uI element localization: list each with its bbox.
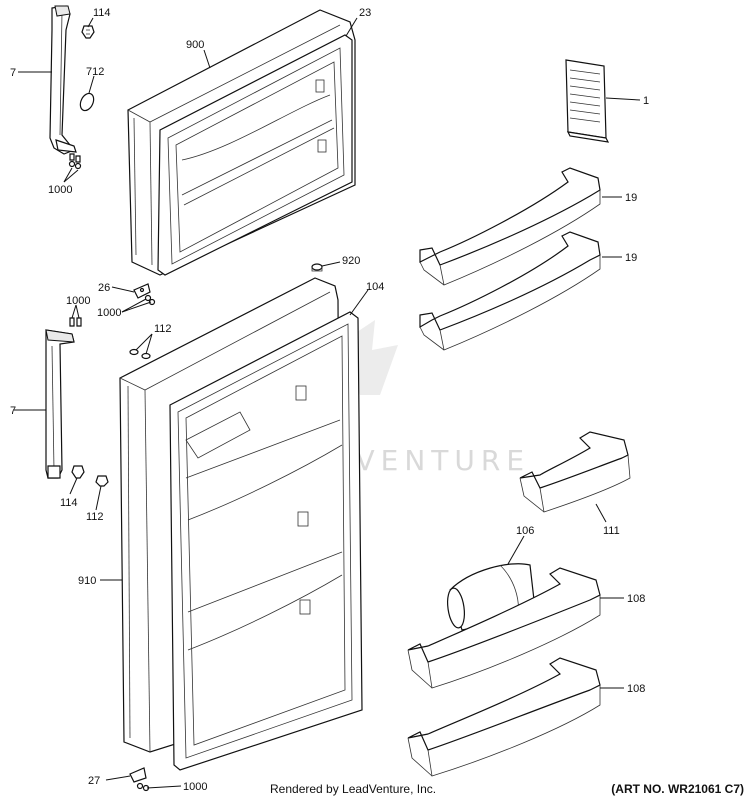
- callout-108-lower: 108: [627, 683, 645, 695]
- callout-1000-upper: 1000: [48, 184, 72, 196]
- handle-upper[interactable]: [49, 5, 77, 155]
- callout-1000-mid: 1000: [66, 295, 90, 307]
- callout-114-lower: 114: [60, 497, 78, 509]
- cap-920[interactable]: [311, 263, 323, 272]
- callout-19-lower: 19: [625, 252, 637, 264]
- screws-1000-mid[interactable]: [69, 317, 82, 327]
- screws-1000-hinge[interactable]: [144, 294, 156, 306]
- callout-7-upper: 7: [10, 67, 16, 79]
- manual-booklet-1[interactable]: [565, 59, 610, 143]
- door-shelf-108-upper[interactable]: [407, 567, 601, 689]
- callout-labels: 114 7 712 1000 900 23 1 19 19 920 26 100…: [10, 7, 649, 793]
- callout-26: 26: [98, 282, 110, 294]
- callout-7-lower: 7: [10, 405, 16, 417]
- callout-112-top: 112: [154, 323, 172, 335]
- footer-art-number: (ART NO. WR21061 C7): [611, 782, 744, 796]
- hinge-27[interactable]: [129, 767, 150, 792]
- screw-114-upper[interactable]: [81, 25, 95, 39]
- callout-920: 920: [342, 255, 360, 267]
- hinge-26[interactable]: [133, 283, 151, 299]
- callout-112-lower: 112: [86, 511, 104, 523]
- callout-111: 111: [603, 525, 620, 537]
- footer-rendered-by: Rendered by LeadVenture, Inc.: [270, 782, 436, 796]
- fresh-food-door-gasket-104[interactable]: [169, 311, 363, 771]
- callout-23: 23: [359, 7, 371, 19]
- callout-910: 910: [78, 575, 96, 587]
- freezer-shelf-19-upper[interactable]: [419, 167, 601, 286]
- handle-lower[interactable]: [45, 329, 75, 479]
- callout-900: 900: [186, 39, 204, 51]
- callout-106: 106: [516, 525, 534, 537]
- callout-712: 712: [86, 66, 104, 78]
- callout-114-upper: 114: [93, 7, 111, 19]
- dairy-bin-111[interactable]: [519, 431, 631, 513]
- callout-104: 104: [366, 281, 384, 293]
- callout-27: 27: [88, 775, 100, 787]
- plug-712[interactable]: [78, 91, 96, 112]
- door-shelf-108-lower[interactable]: [407, 657, 601, 777]
- screws-112-top[interactable]: [129, 348, 151, 360]
- freezer-door-gasket-23[interactable]: [157, 34, 353, 276]
- callout-108-upper: 108: [627, 593, 645, 605]
- callout-1000-bottom: 1000: [183, 781, 207, 793]
- callout-19-upper: 19: [625, 192, 637, 204]
- screw-114-lower[interactable]: [71, 465, 85, 479]
- screws-1000-upper[interactable]: [68, 153, 82, 170]
- leader-lines: [14, 17, 641, 789]
- callout-1000-hinge: 1000: [97, 307, 121, 319]
- freezer-shelf-19-lower[interactable]: [419, 231, 601, 351]
- callout-1: 1: [643, 95, 649, 107]
- screw-112-lower[interactable]: [95, 475, 109, 487]
